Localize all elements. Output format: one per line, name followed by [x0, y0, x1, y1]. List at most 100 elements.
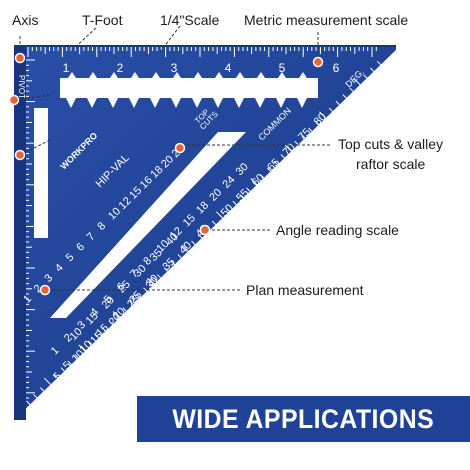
scale-tick [328, 107, 333, 112]
scale-tick [376, 60, 382, 66]
scale-tick [353, 78, 361, 86]
scale-tick [294, 140, 299, 146]
left-edge-ticks [26, 59, 35, 399]
top-cuts-marker [174, 142, 186, 154]
scale-tick [26, 400, 31, 405]
callout-t-foot: T-Foot [82, 12, 123, 28]
slot-tooth [108, 98, 118, 108]
slot-tooth [234, 98, 244, 108]
scale-tick [342, 94, 347, 99]
callout-top-cuts-2: raftor scale [356, 156, 426, 172]
slot-tooth [66, 98, 76, 108]
scale-tick [225, 207, 230, 212]
scale-tick [266, 167, 272, 172]
scale-tick [39, 387, 45, 392]
scale-tick [163, 267, 168, 272]
slot-tooth [278, 72, 286, 78]
scale-tick [53, 373, 58, 379]
slot-tooth [110, 72, 118, 78]
plan-measurement-marker [39, 284, 51, 296]
scale-tick [33, 393, 38, 399]
slot-tooth [131, 72, 139, 78]
slot-teeth [66, 72, 307, 108]
scale-tick [156, 274, 162, 279]
callout-angle-scale: Angle reading scale [276, 222, 399, 238]
scale-tick [308, 127, 313, 132]
top-scale-ticks [27, 47, 377, 57]
callout-quarter-scale: 1/4"Scale [160, 12, 220, 28]
inch-number: 6 [333, 61, 340, 75]
scale-tick [94, 334, 100, 339]
scale-tick [280, 154, 285, 159]
slot-tooth [87, 98, 97, 108]
banner-text: WIDE APPLICATIONS [172, 403, 435, 434]
scale-tick [369, 67, 375, 72]
scale-tick [191, 240, 196, 245]
slot-tooth [173, 72, 181, 78]
callout-axis: Axis [12, 12, 39, 28]
axis-marker [14, 52, 26, 64]
scale-tick [101, 327, 107, 332]
scale-tick [181, 244, 189, 252]
scale-tick [122, 307, 127, 312]
scale-tick [198, 234, 203, 239]
scale-tick [232, 200, 237, 206]
slot-tooth [152, 72, 160, 78]
slot-tooth [68, 72, 76, 78]
scale-tick [88, 340, 93, 345]
scale-tick [319, 111, 327, 119]
scale-tick [143, 287, 148, 292]
callout-markers [8, 52, 324, 296]
inch-number: 4 [225, 61, 232, 75]
callout-leaders [13, 25, 330, 291]
slot-tooth [255, 98, 265, 108]
slot-tooth [276, 98, 286, 108]
scale-tick [284, 144, 292, 152]
scale-tick [177, 254, 182, 259]
scale-tick [259, 174, 265, 179]
slot-tooth [257, 72, 265, 78]
metric-scale-marker [312, 56, 324, 68]
scale-tick [301, 134, 306, 139]
wide-applications-banner: WIDE APPLICATIONS [137, 396, 470, 442]
scale-tick [363, 74, 368, 79]
angle-scale-marker [199, 224, 211, 236]
scale-tick [215, 211, 223, 219]
inch-numbers: 1 2 3 4 5 6 [63, 61, 340, 75]
scale-tick [108, 320, 113, 325]
slot-tooth [171, 98, 181, 108]
scale-tick [147, 277, 155, 285]
slot-tooth [89, 72, 97, 78]
callout-plan-measurement: Plan measurement [246, 282, 364, 298]
slot-tooth [129, 98, 139, 108]
hypotenuse-ticks [26, 60, 382, 405]
slot-tooth [150, 98, 160, 108]
slot-tooth [236, 72, 244, 78]
t-foot [14, 46, 26, 420]
slot-tooth [299, 72, 307, 78]
callout-metric-scale: Metric measurement scale [244, 12, 409, 28]
inch-number: 1 [63, 61, 70, 75]
slot-tooth [194, 72, 202, 78]
scale-tick [246, 187, 251, 192]
scale-tick [239, 194, 244, 199]
scale-tick [74, 353, 79, 359]
callout-top-cuts-1: Top cuts & valley [338, 136, 444, 152]
inch-number: 2 [117, 61, 124, 75]
inch-number: 3 [171, 61, 178, 75]
scale-tick [44, 377, 52, 385]
scale-tick [67, 360, 72, 365]
scale-tick [349, 87, 354, 92]
slot-tooth [297, 98, 307, 108]
scale-tick [136, 294, 141, 299]
scale-tick [60, 367, 65, 372]
scale-tick [250, 178, 258, 186]
scale-tick [273, 160, 278, 166]
pivot-marker [14, 149, 26, 161]
inch-number: 5 [279, 61, 286, 75]
scale-tick [170, 260, 175, 265]
scale-tick [129, 300, 134, 305]
scale-tick [112, 311, 120, 319]
scale-tick [78, 344, 86, 352]
